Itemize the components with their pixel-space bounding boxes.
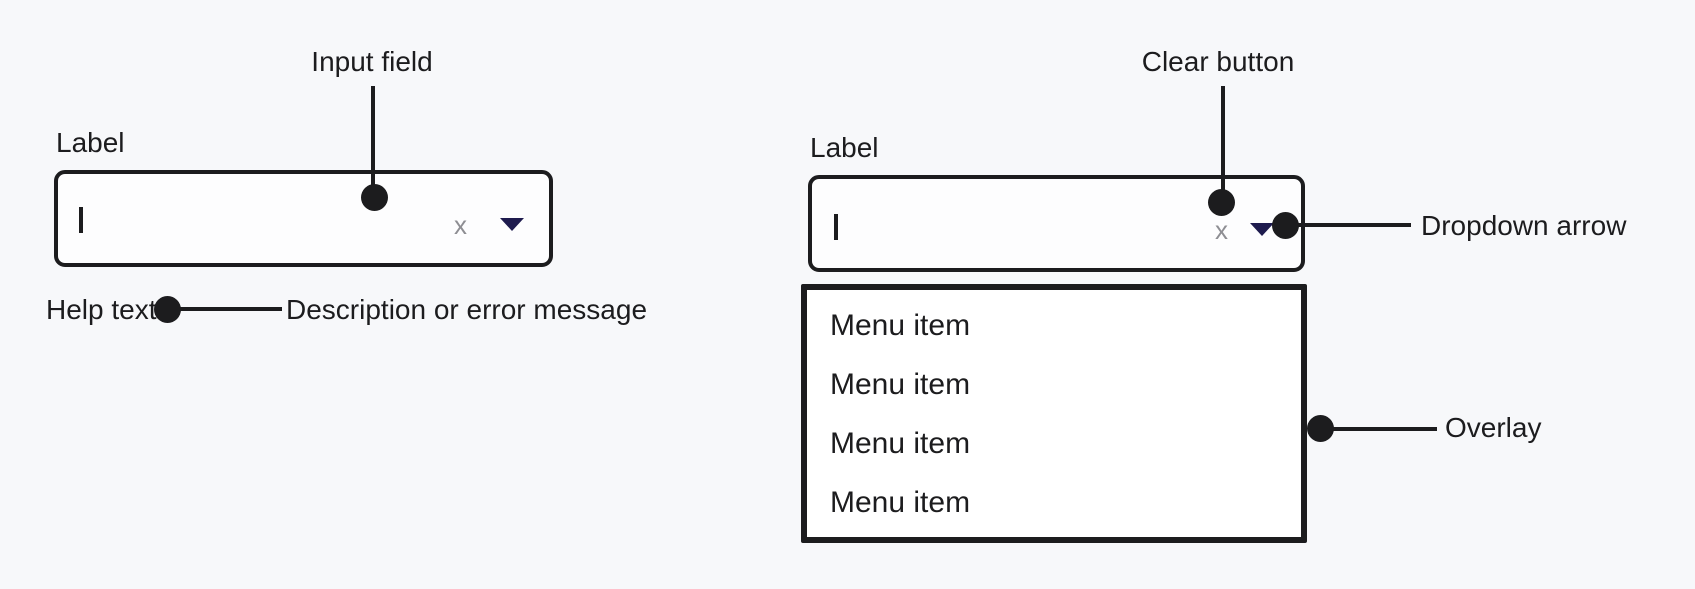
menu-item[interactable]: Menu item	[830, 427, 971, 460]
menu-item[interactable]: Menu item	[830, 486, 971, 519]
overlay-callout-dot	[1307, 415, 1334, 442]
dropdown-arrow-icon[interactable]	[1250, 223, 1274, 236]
clear-button-annotation: Clear button	[1141, 46, 1295, 77]
dropdown-menu-overlay: Menu item Menu item Menu item Menu item	[801, 284, 1307, 543]
overlay-annotation: Overlay	[1445, 412, 1542, 443]
dropdown-arrow-annotation: Dropdown arrow	[1421, 210, 1627, 241]
dropdown-arrow-callout-line	[1295, 223, 1411, 227]
text-cursor	[79, 207, 83, 233]
help-text-annotation: Description or error message	[286, 294, 648, 325]
clear-button-callout-line	[1221, 86, 1225, 203]
clear-button[interactable]: x	[1215, 215, 1228, 245]
clear-button-callout-dot	[1208, 189, 1235, 216]
dropdown-arrow-icon[interactable]	[500, 218, 524, 231]
input-field-annotation: Input field	[311, 46, 433, 77]
text-cursor	[834, 214, 838, 240]
input-field-callout-dot	[361, 184, 388, 211]
help-text-callout-dot	[154, 296, 181, 323]
clear-button[interactable]: x	[454, 210, 467, 240]
menu-item[interactable]: Menu item	[830, 309, 971, 342]
input-field-callout-line	[371, 86, 375, 198]
right-combobox-input[interactable]: x	[808, 175, 1305, 272]
help-text-callout-line	[178, 307, 282, 311]
overlay-callout-line	[1330, 427, 1437, 431]
help-text: Help text	[46, 294, 157, 325]
right-combobox-label: Label	[810, 132, 879, 163]
left-combobox-input[interactable]: x	[54, 170, 553, 267]
menu-item[interactable]: Menu item	[830, 368, 971, 401]
dropdown-arrow-callout-dot	[1272, 212, 1299, 239]
left-combobox-label: Label	[56, 127, 125, 158]
